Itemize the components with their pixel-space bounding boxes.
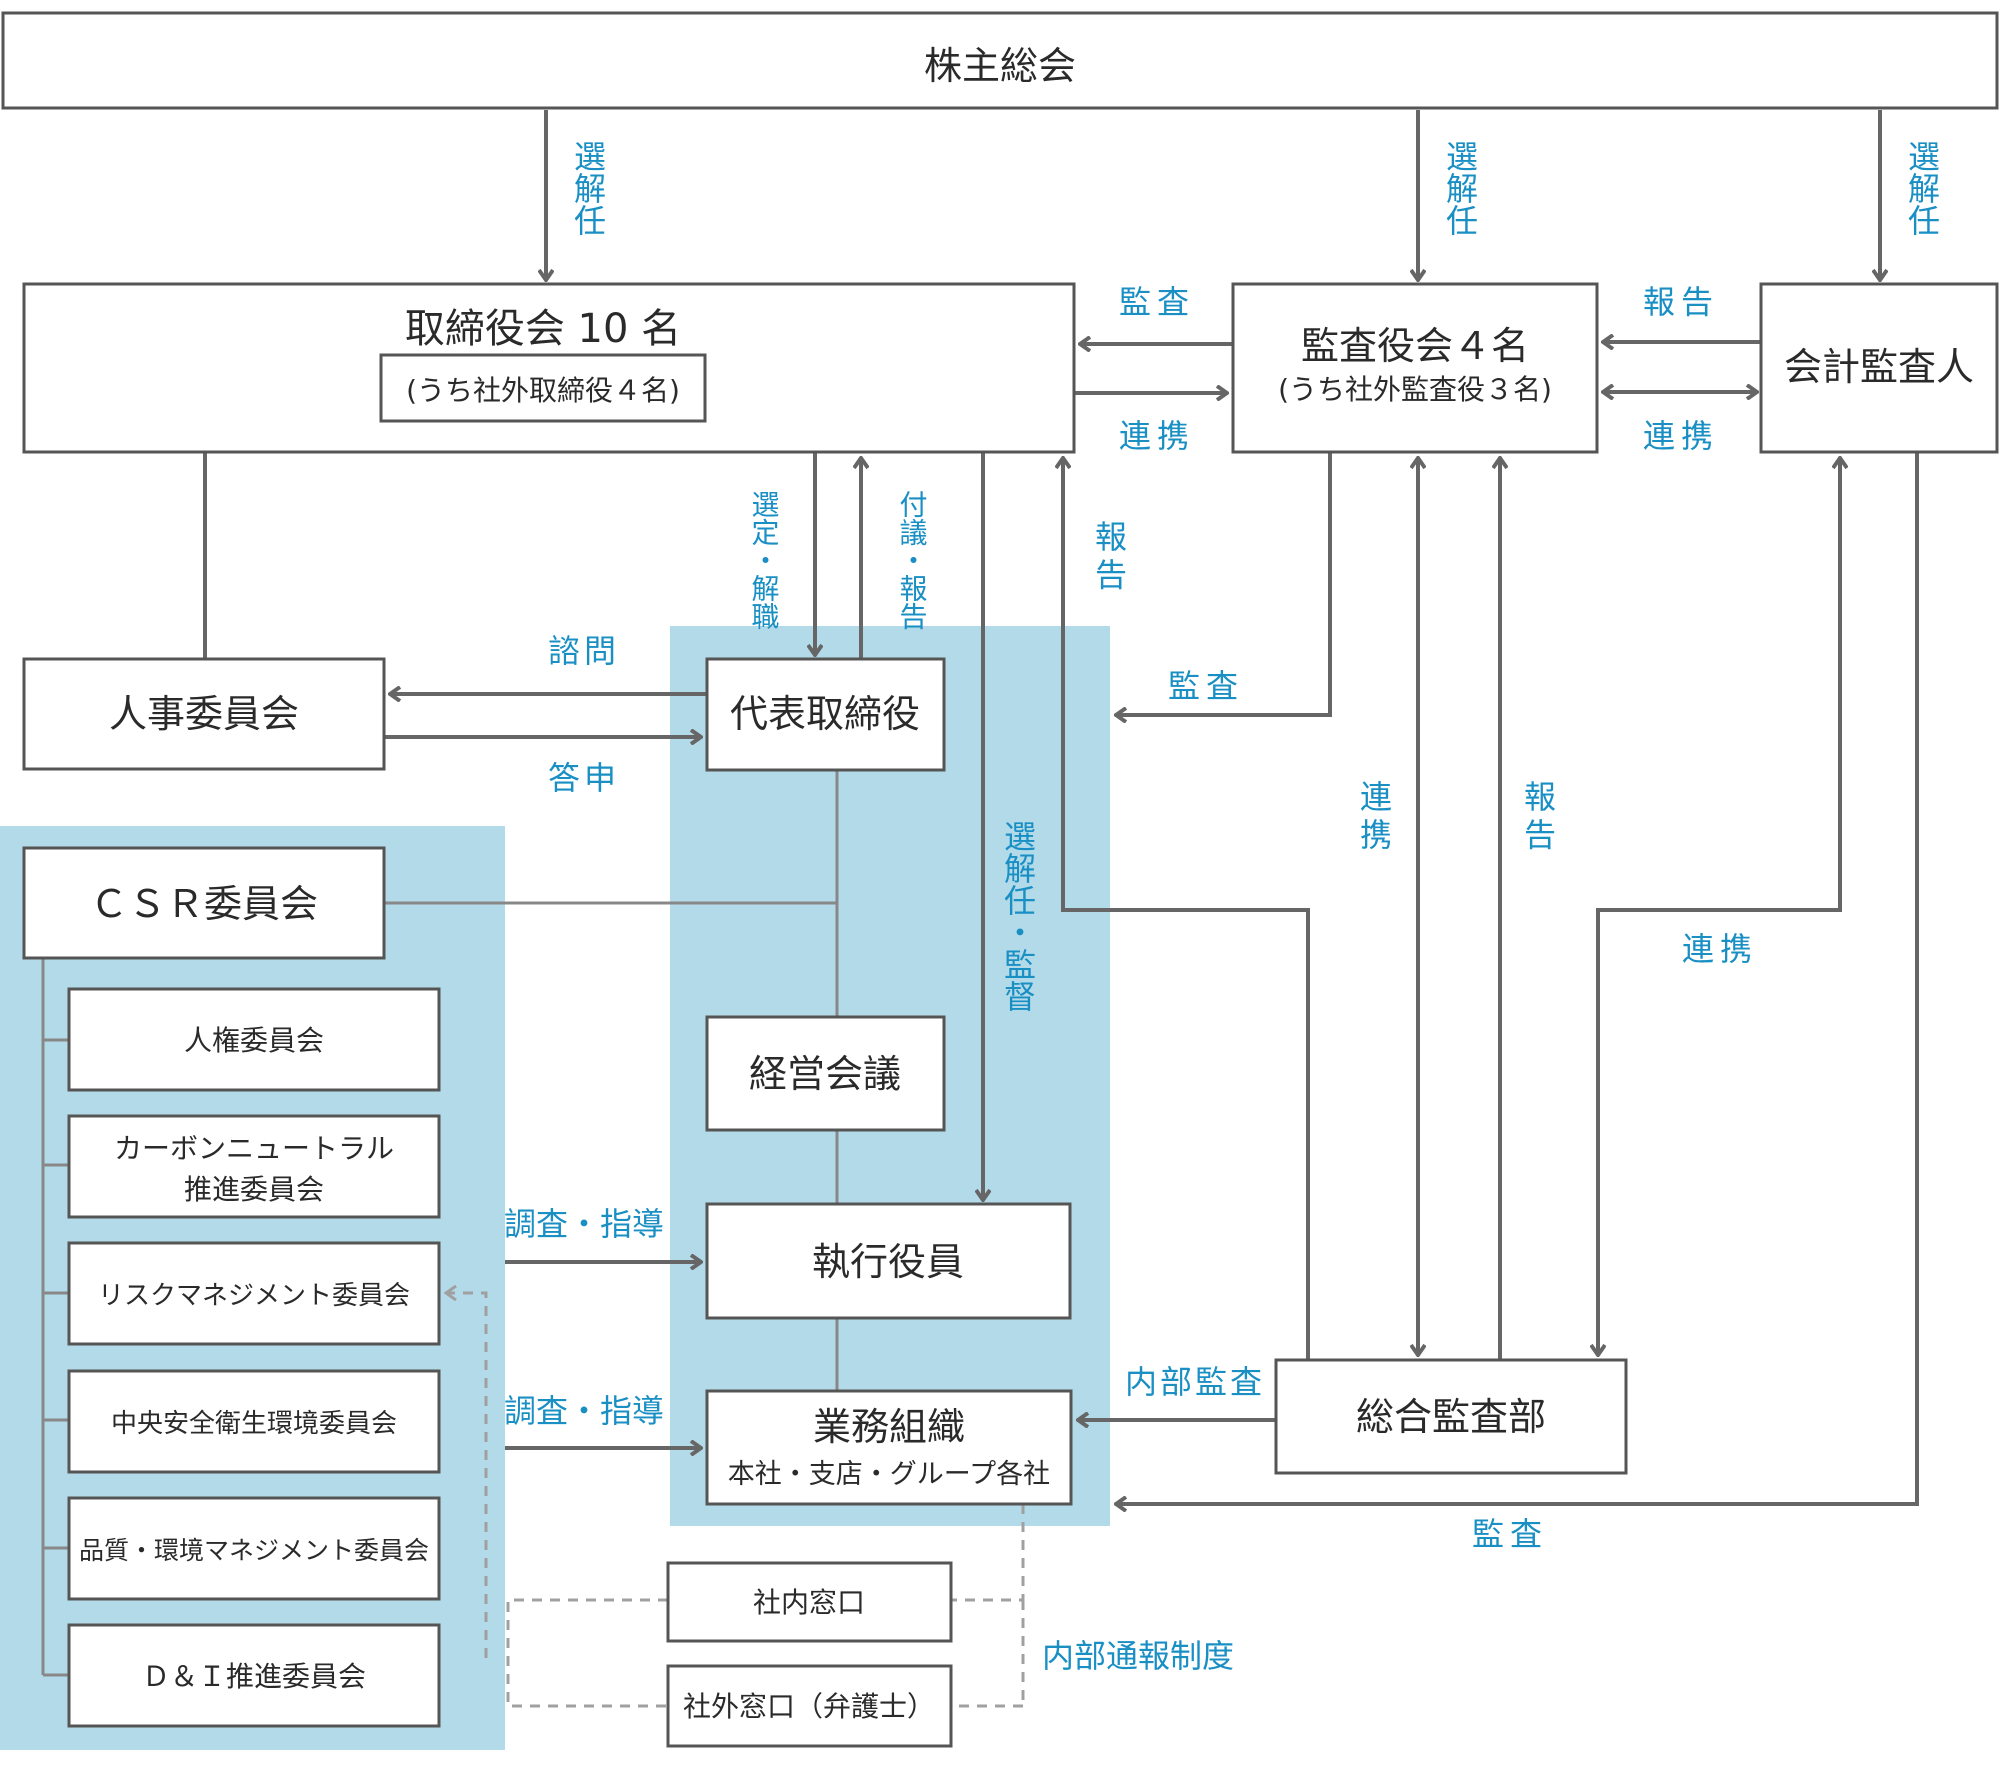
board-sub-box — [379, 353, 707, 423]
label-whistleblowing: 内部通報制度 — [1042, 1637, 1234, 1675]
label-report-internal-auditors: 報告 — [1519, 780, 1557, 856]
auditors-box — [1231, 282, 1599, 454]
internal-audit-box — [1274, 1358, 1628, 1475]
shareholders-box — [1, 11, 1999, 110]
label-appoint-dismiss-board: 選解任 — [569, 140, 607, 236]
external-desk-box — [666, 1664, 953, 1748]
csr-committee-label: ＣＳＲ委員会 — [90, 882, 318, 926]
label-coop-accounting: 連携 — [1643, 417, 1719, 455]
management-meeting-label: 経営会議 — [749, 1052, 901, 1096]
sub-committee-box-2 — [67, 1114, 441, 1219]
sub-committee-box-1 — [67, 987, 441, 1092]
president-box — [705, 657, 946, 772]
arrow-accounting-internal-coop — [1598, 458, 1840, 1355]
sub-committee-box-5 — [67, 1496, 441, 1601]
external-desk-label: 社外窓口（弁護士） — [683, 1690, 935, 1723]
arrow-accounting-business-audit — [1116, 452, 1919, 1504]
label-audit-board: 監査 — [1119, 283, 1195, 321]
president-label: 代表取締役 — [730, 692, 920, 736]
label-coop-auditors-internal: 連携 — [1355, 780, 1393, 856]
label-appoint-dismiss-accounting: 選解任 — [1903, 140, 1941, 236]
executive-officers-label: 執行役員 — [812, 1240, 964, 1284]
accounting-auditor-label: 会計監査人 — [1784, 345, 1974, 389]
label-report-accounting: 報告 — [1643, 283, 1719, 321]
label-report-internal-board: 報告 — [1090, 520, 1128, 596]
label-investigate-guide-1: 調査・指導 — [504, 1205, 664, 1243]
sub-committee-box-6 — [67, 1623, 441, 1728]
arrow-internal-audit-board — [1063, 458, 1310, 1360]
label-internal-audit: 内部監査 — [1125, 1363, 1265, 1401]
board-sub-label: (うち社外取締役４名) — [406, 374, 680, 407]
label-audit-president: 監査 — [1168, 667, 1244, 705]
csr-committee-box — [22, 846, 386, 960]
label-consult: 諮問 — [548, 632, 620, 670]
sub-committee-4-label: 中央安全衛生環境委員会 — [111, 1409, 397, 1439]
board-label: 取締役会 10 名 — [405, 306, 681, 352]
label-appoint-supervise: 選解任・監督 — [999, 820, 1037, 1012]
label-coop-accounting-internal: 連携 — [1682, 930, 1758, 968]
label-appoint-dismiss-auditors: 選解任 — [1441, 140, 1479, 236]
sub-committee-3-label: リスクマネジメント委員会 — [98, 1281, 410, 1311]
label-audit-accounting-business: 監査 — [1472, 1515, 1548, 1553]
internal-desk-box — [666, 1561, 953, 1643]
internal-audit-label: 総合監査部 — [1356, 1395, 1546, 1439]
label-reply: 答申 — [548, 759, 620, 797]
hr-committee-label: 人事委員会 — [109, 692, 299, 736]
sub-committee-5-label: 品質・環境マネジメント委員会 — [79, 1536, 429, 1565]
whistleblowing-line-desks-left — [506, 1598, 668, 1708]
sub-committee-1-label: 人権委員会 — [184, 1024, 324, 1057]
executive-officers-box — [705, 1202, 1072, 1320]
business-org-box — [705, 1389, 1073, 1506]
hr-committee-box — [22, 657, 386, 771]
auditors-label: 監査役会４名 — [1301, 324, 1529, 368]
label-select-dismiss: 選定・解職 — [748, 490, 781, 630]
sub-committee-2-label-line1: カーボンニュートラル — [114, 1132, 394, 1165]
sub-committee-2-label-line2: 推進委員会 — [184, 1173, 324, 1206]
label-investigate-guide-2: 調査・指導 — [504, 1392, 664, 1430]
label-agenda-report: 付議・報告 — [896, 490, 929, 630]
sub-committee-6-label: Ｄ＆Ｉ推進委員会 — [142, 1660, 366, 1693]
auditors-sub-label: (うち社外監査役３名) — [1278, 373, 1552, 406]
whistleblowing-arrow-risk — [446, 1293, 488, 1658]
sub-committee-box-3 — [67, 1241, 441, 1346]
business-org-sub-label: 本社・支店・グループ各社 — [728, 1459, 1050, 1490]
internal-desk-label: 社内窓口 — [753, 1586, 865, 1619]
shareholders-label: 株主総会 — [924, 44, 1076, 88]
sub-committee-box-4 — [67, 1369, 441, 1474]
label-coop-board-auditors: 連携 — [1119, 417, 1195, 455]
arrow-auditors-president-audit — [1116, 452, 1332, 715]
accounting-auditor-box — [1759, 282, 1999, 454]
management-meeting-box — [705, 1015, 946, 1132]
business-org-label: 業務組織 — [813, 1405, 965, 1449]
